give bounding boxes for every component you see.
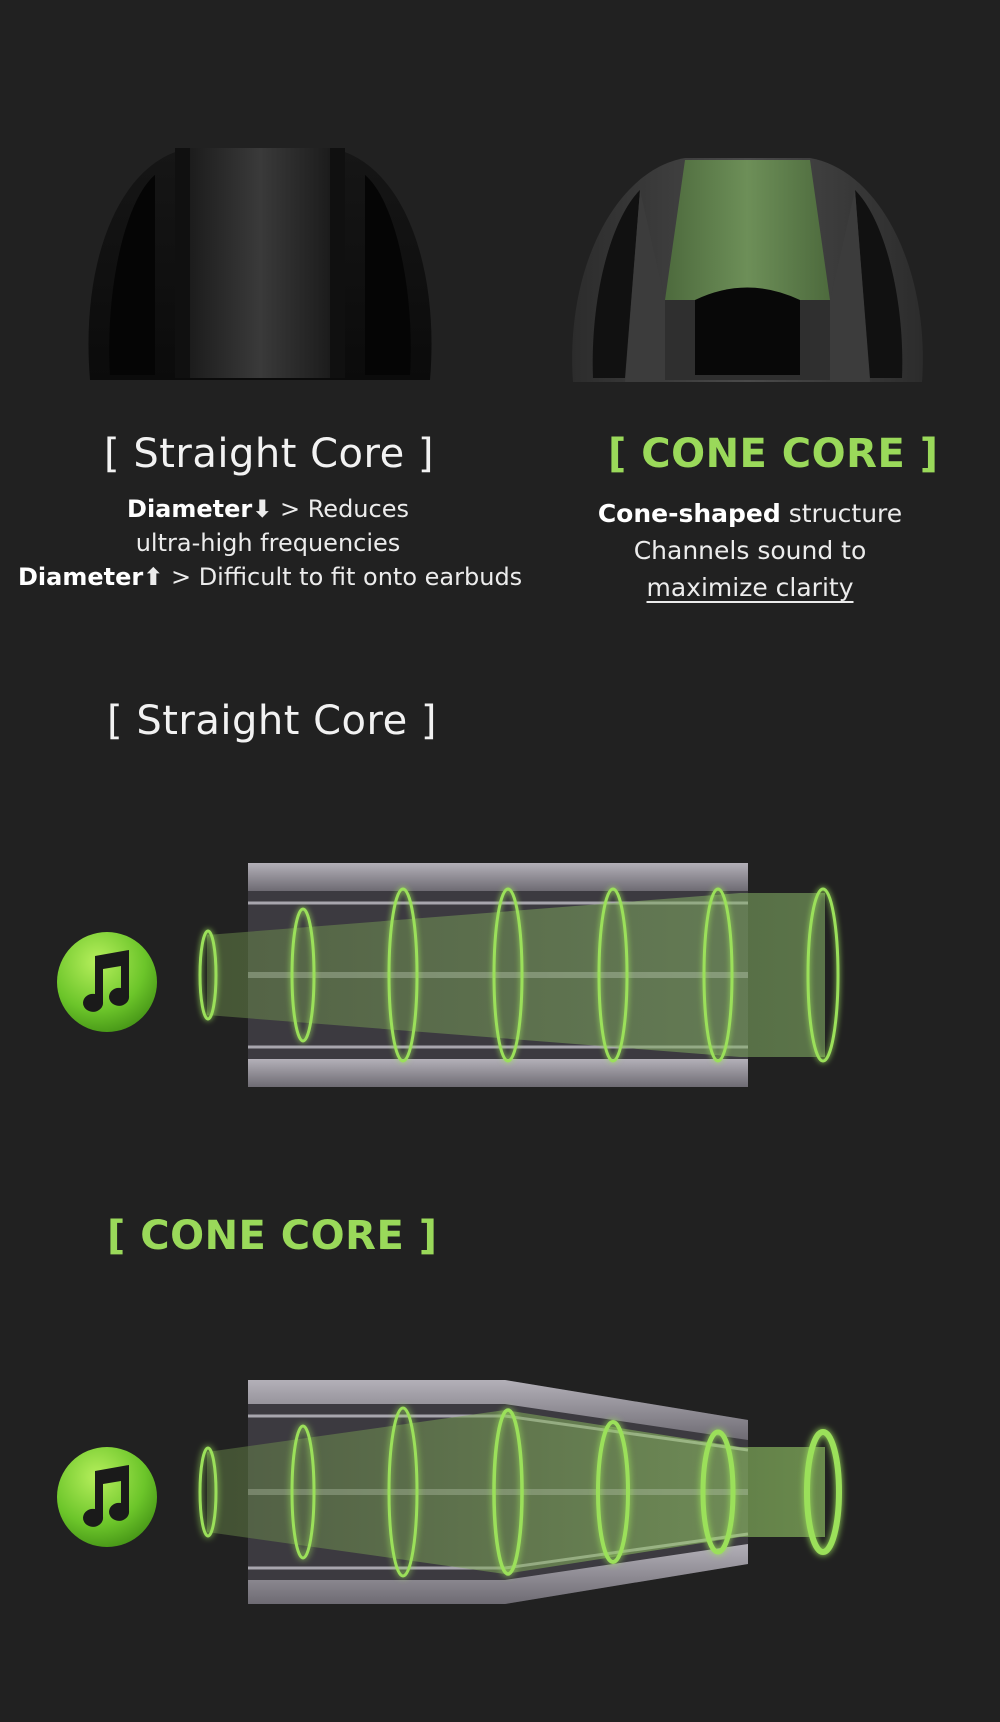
cone-core-line-3: maximize clarity [500, 569, 1000, 606]
cone-core-section-title: [ CONE CORE ] [107, 1213, 438, 1259]
diameter-label: Diameter [127, 495, 253, 523]
arrow-down-icon: ⬇ [252, 495, 273, 523]
straight-core-sound-diagram [198, 863, 840, 1087]
cone-core-description: Cone-shaped structure Channels sound to … [500, 495, 1000, 606]
straight-core-line-3: Diameter⬆ > Difficult to fit onto earbud… [18, 560, 522, 594]
arrow-up-icon: ⬆ [143, 563, 164, 591]
straight-core-line-1: Diameter⬇ > Reduces [18, 492, 518, 526]
cone-core-line-1: Cone-shaped structure [500, 495, 1000, 532]
straight-core-title: [ Straight Core ] [104, 431, 435, 477]
cone-core-eartip-image [572, 158, 923, 382]
straight-core-description: Diameter⬇ > Reduces ultra-high frequenci… [18, 492, 522, 594]
straight-core-section-title: [ Straight Core ] [107, 698, 438, 744]
music-note-icon [57, 932, 157, 1032]
cone-core-sound-diagram [198, 1380, 842, 1604]
straight-core-line-2: ultra-high frequencies [135, 529, 401, 557]
difficult-text: > Difficult to fit onto earbuds [163, 563, 523, 591]
music-note-icon [57, 1447, 157, 1547]
cone-core-title: [ CONE CORE ] [608, 431, 939, 477]
cone-core-line-2: Channels sound to [633, 536, 867, 565]
diameter-label: Diameter [18, 563, 144, 591]
reduces-text: > Reduces [272, 495, 409, 523]
structure-text: structure [780, 499, 903, 528]
maximize-clarity-text: maximize clarity [646, 573, 854, 602]
cone-shaped-label: Cone-shaped [597, 499, 781, 528]
straight-core-eartip-image [88, 148, 432, 380]
